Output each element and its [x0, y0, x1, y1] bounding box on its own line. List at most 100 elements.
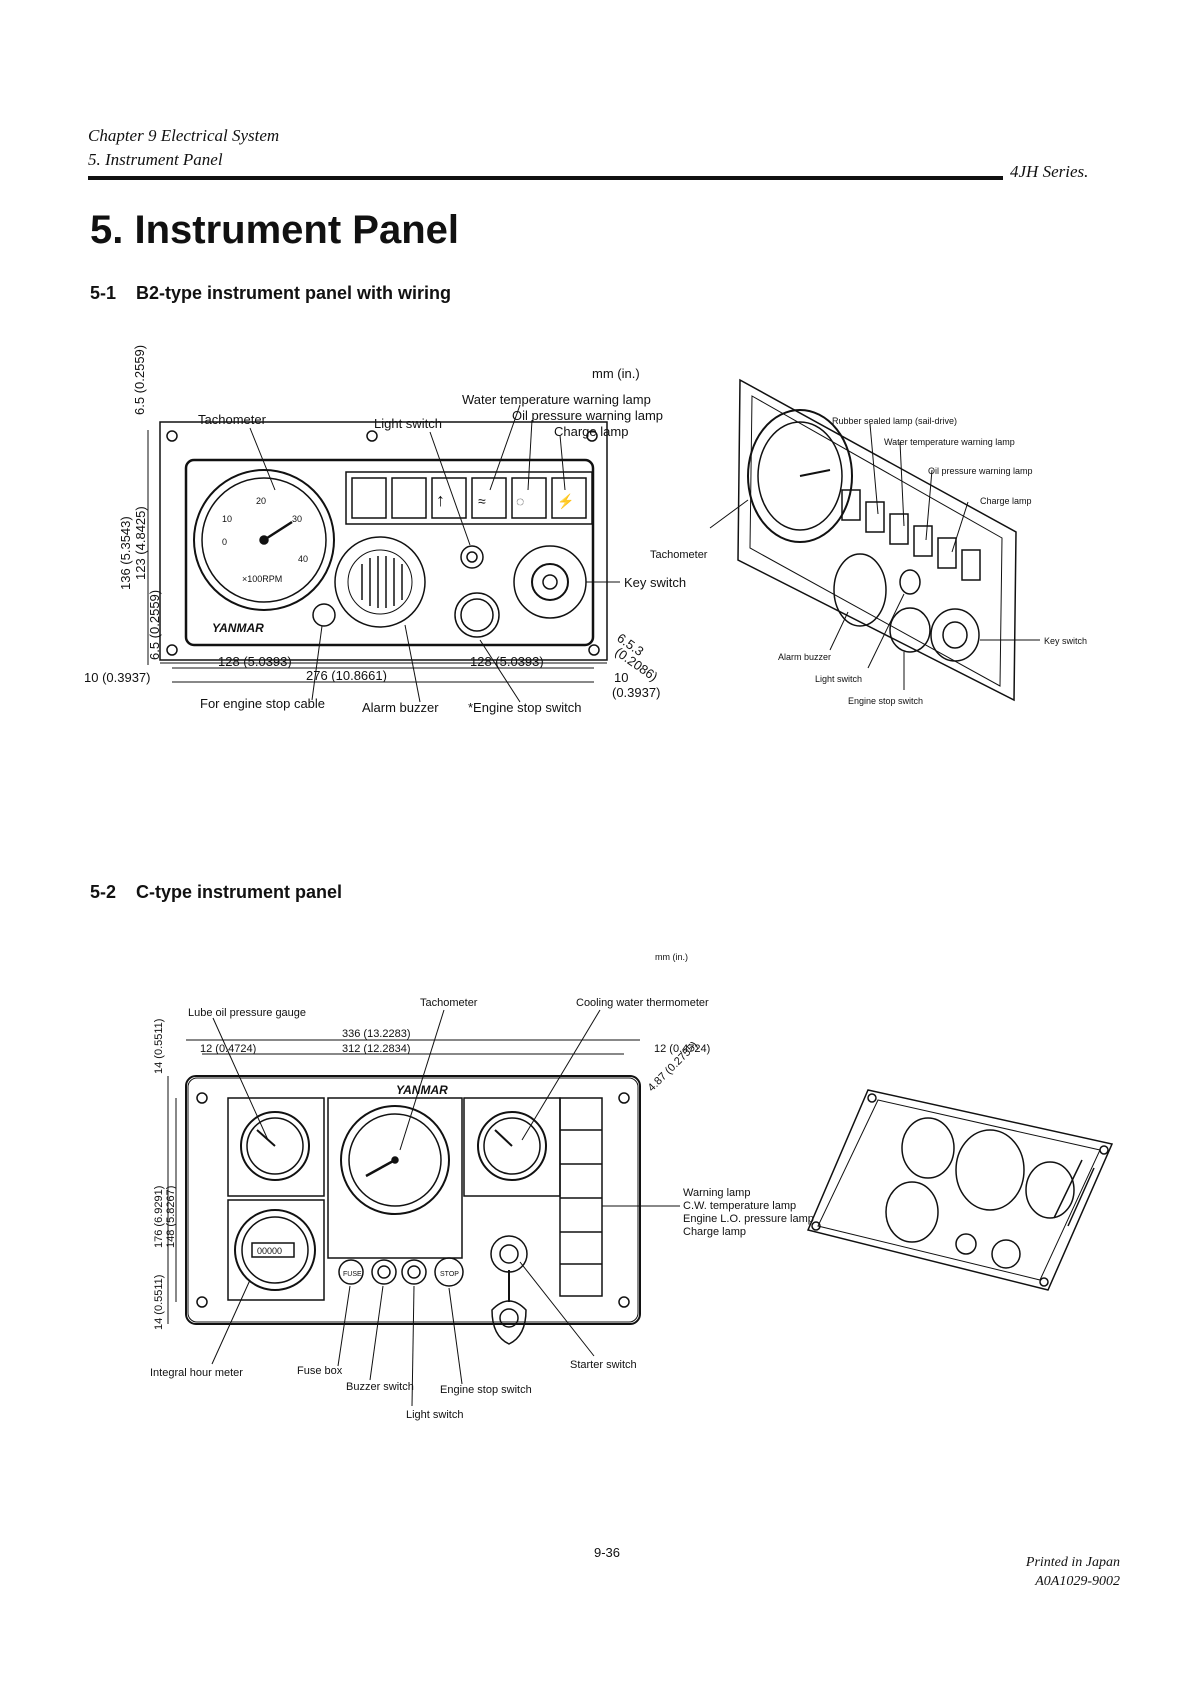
b2-dim-total-label: 276 (10.8661): [306, 668, 387, 683]
b2-label-engine-stop: *Engine stop switch: [468, 700, 581, 715]
c-mount-hole: [196, 1296, 208, 1308]
c-persp-lamp-strip: [1067, 1167, 1095, 1227]
section-2-number: 5-2: [90, 882, 117, 902]
b2-persp-label-buzzer: Alarm buzzer: [778, 652, 831, 662]
b2-persp-tachometer: [747, 409, 853, 543]
b2-label-light-switch: Light switch: [374, 416, 442, 431]
c-thermometer-needle: [494, 1129, 513, 1147]
c-leader-buzzer: [369, 1285, 384, 1381]
c-buzzer-switch-knob: [377, 1265, 391, 1279]
b2-persp-leader-buzzer: [829, 611, 849, 651]
c-outer-plate-inner: [187, 1077, 639, 1323]
c-warning-lamp-strip: [559, 1097, 603, 1297]
b2-water-temp-icon: ≈: [478, 493, 486, 509]
b2-persp-leader: [869, 423, 879, 515]
c-persp-inner: [817, 1099, 1101, 1281]
b2-gauge-tick: 20: [256, 496, 266, 506]
b2-persp-leader-tacho: [709, 499, 749, 529]
c-leader-lube: [212, 1017, 269, 1141]
c-thermometer-frame: [463, 1097, 561, 1197]
b2-key-slot: [542, 574, 558, 590]
b2-persp-light-switch: [899, 569, 921, 595]
c-persp-stop: [955, 1233, 977, 1255]
c-fuse-box: [338, 1259, 364, 1285]
b2-engine-stop-switch: [454, 592, 500, 638]
c-persp-hour-meter: [885, 1181, 939, 1243]
c-tachometer-hub: [391, 1156, 399, 1164]
b2-gauge-tick: 30: [292, 514, 302, 524]
b2-gauge-units: ×100RPM: [242, 574, 282, 584]
c-stop-label: STOP: [440, 1271, 459, 1278]
c-thermometer-dial: [483, 1117, 541, 1175]
c-label-charge: Charge lamp: [683, 1226, 746, 1238]
b2-dim-height-outer: 136 (5.3543): [118, 516, 133, 590]
b2-key-switch-face: [531, 563, 569, 601]
c-leader-stop: [448, 1287, 463, 1385]
c-label-lube-oil: Lube oil pressure gauge: [188, 1007, 306, 1019]
c-lube-oil-frame: [227, 1097, 325, 1197]
c-hour-meter-frame: [227, 1199, 325, 1301]
b2-unit: mm (in.): [592, 366, 640, 381]
c-leader-fuse: [337, 1285, 351, 1367]
b2-mount-hole: [366, 430, 378, 442]
b2-dim-half-right-label: 128 (5.0393): [470, 654, 544, 669]
b2-alarm-buzzer: [334, 536, 426, 628]
b2-dim-half-left-label: 128 (5.0393): [218, 654, 292, 669]
b2-outer-plate: [159, 421, 608, 661]
b2-persp-label-rubber: Rubber sealed lamp (sail-drive): [832, 416, 957, 426]
c-leader-tacho: [399, 1009, 445, 1151]
b2-persp-label-light: Light switch: [815, 674, 862, 684]
header-section: 5. Instrument Panel: [88, 150, 223, 169]
c-label-engine-lo: Engine L.O. pressure lamp: [683, 1213, 814, 1225]
b2-persp-leader: [925, 469, 933, 541]
b2-charge-icon: ⚡: [557, 493, 574, 510]
b2-buzzer-grille: [347, 549, 413, 615]
b2-persp-leader: [951, 501, 969, 553]
b2-brand-logo: YANMAR: [212, 621, 264, 635]
c-label-hour-meter: Integral hour meter: [150, 1367, 243, 1379]
c-persp-hole: [1039, 1277, 1049, 1287]
c-label-light: Light switch: [406, 1409, 463, 1421]
c-hour-meter-counter: [251, 1242, 295, 1258]
b2-persp-lamp: [937, 537, 957, 569]
b2-dim-height-inner: 123 (4.8425): [133, 506, 148, 580]
b2-label-alarm-buzzer: Alarm buzzer: [362, 700, 439, 715]
c-unit: mm (in.): [655, 952, 688, 962]
c-lube-oil-gauge: [240, 1111, 310, 1181]
b2-persp-leader: [899, 441, 905, 527]
c-key-cover: [491, 1300, 527, 1345]
b2-lamp-box: [511, 477, 547, 519]
b2-dim-right-margin-b: (0.3937): [612, 685, 660, 700]
b2-dim-right-margin-a: 10: [614, 670, 628, 685]
c-persp-tachometer: [955, 1129, 1025, 1211]
c-label-starter: Starter switch: [570, 1359, 637, 1371]
c-leader-hour: [211, 1279, 251, 1365]
c-dim-height-outer: 176 (6.9291): [153, 1186, 165, 1248]
c-mount-hole: [618, 1296, 630, 1308]
b2-mount-hole: [586, 430, 598, 442]
b2-persp-lamp: [841, 489, 861, 521]
c-hour-meter-dial: [241, 1216, 309, 1284]
c-persp-hole: [867, 1093, 877, 1103]
b2-label-stop-cable: For engine stop cable: [200, 696, 325, 711]
b2-persp-inner: [749, 395, 1003, 687]
b2-leader-stop-cable: [311, 625, 323, 701]
c-dim-top-offset: 14 (0.5511): [153, 1019, 165, 1074]
b2-leader-tachometer: [249, 427, 276, 491]
c-label-cooling-water: Cooling water thermometer: [576, 997, 709, 1009]
b2-label-tachometer: Tachometer: [198, 412, 267, 427]
b2-leader-engine-stop: [479, 639, 521, 703]
c-starter-switch: [490, 1235, 528, 1273]
b2-leader-buzzer: [404, 624, 421, 703]
b2-tachometer-needle: [263, 520, 293, 542]
b2-persp-label-oil: Oil pressure warning lamp: [928, 466, 1033, 476]
b2-engine-stop-button: [460, 598, 494, 632]
c-mount-hole: [618, 1092, 630, 1104]
c-engine-stop-switch: [434, 1257, 464, 1287]
c-dim-outer-label: 336 (13.2283): [342, 1028, 411, 1040]
b2-persp-label-water: Water temperature warning lamp: [884, 437, 1015, 447]
c-light-switch: [401, 1259, 427, 1285]
c-lube-oil-needle: [256, 1129, 276, 1147]
b2-persp-lamp: [865, 501, 885, 533]
c-label-warning-lamp: Warning lamp: [683, 1187, 750, 1199]
